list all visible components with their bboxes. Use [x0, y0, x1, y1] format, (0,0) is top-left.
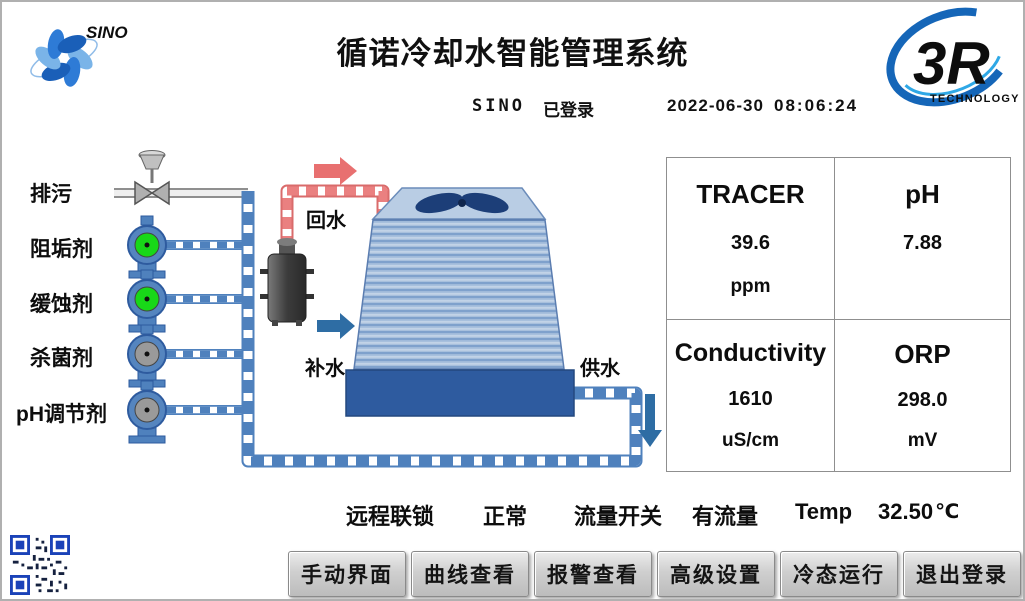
cooling-tower	[345, 187, 575, 417]
logout-button[interactable]: 退出登录	[903, 551, 1021, 597]
sino-logo-text: SINO	[86, 23, 128, 42]
pinwheel-icon	[35, 29, 93, 87]
nav-button-row: 手动界面 曲线查看 报警查看 高级设置 冷态运行 退出登录	[288, 551, 1021, 597]
label-biocide: 杀菌剂	[30, 346, 93, 370]
reading-conductivity: Conductivity 1610 uS/cm	[667, 320, 835, 471]
cold-run-button[interactable]: 冷态运行	[780, 551, 898, 597]
dosing-pump-scale-inhibitor[interactable]	[127, 215, 167, 279]
dosing-pump-biocide[interactable]	[127, 324, 167, 388]
return-flow-arrow-icon	[314, 157, 357, 185]
reading-orp: ORP 298.0 mV	[835, 320, 1010, 471]
reading-ph: pH 7.88	[835, 158, 1010, 320]
qr-code	[10, 535, 70, 595]
fan-icon	[415, 192, 509, 214]
label-ph-adjuster: pH调节剂	[16, 402, 107, 426]
dosing-pipes	[166, 240, 248, 415]
reading-unit: uS/cm	[721, 429, 780, 451]
login-status: 已登录	[543, 101, 594, 120]
tower-body	[353, 219, 565, 370]
tower-basin	[345, 369, 575, 417]
flow-switch-label: 流量开关	[574, 504, 663, 529]
reading-value: 1610	[728, 387, 773, 410]
reading-name: TRACER	[696, 179, 805, 210]
label-blowdown: 排污	[30, 182, 72, 206]
advanced-settings-button[interactable]: 高级设置	[657, 551, 775, 597]
reading-value: 298.0	[897, 388, 948, 411]
interlock-label: 远程联锁	[346, 504, 435, 529]
label-makeup-water: 补水	[304, 356, 346, 380]
3r-logo-text: 3R	[913, 30, 990, 97]
manual-screen-button[interactable]: 手动界面	[288, 551, 406, 597]
system-date: 2022-06-30	[667, 96, 764, 115]
3r-swoosh	[886, 7, 1014, 107]
curve-view-button[interactable]: 曲线查看	[411, 551, 529, 597]
page-title: 循诺冷却水智能管理系统	[336, 36, 689, 71]
reading-name: ORP	[894, 338, 951, 369]
circulation-pipe	[241, 191, 643, 468]
label-corrosion-inhibitor: 缓蚀剂	[30, 292, 93, 316]
3r-logo: 3R TECHNOLOGY	[886, 7, 1020, 107]
readings-panel: TRACER 39.6 ppm pH 7.88 Conductivity 161…	[666, 157, 1011, 472]
dosing-pump-corrosion-inhibitor[interactable]	[127, 269, 167, 333]
reading-tracer: TRACER 39.6 ppm	[667, 158, 835, 320]
dosing-pump-ph-adjuster[interactable]	[127, 380, 167, 444]
logged-user: SINO	[472, 96, 525, 116]
label-supply-water: 供水	[579, 356, 621, 380]
process-diagram: 排污 阻垢剂 缓蚀剂 杀菌剂 pH调节剂 回水 补水 供水	[16, 150, 662, 468]
label-scale-inhibitor: 阻垢剂	[30, 237, 93, 261]
interlock-value: 正常	[483, 504, 528, 529]
reading-unit: ppm	[730, 275, 771, 297]
reading-value: 7.88	[903, 231, 942, 254]
bypass-filter	[260, 238, 314, 326]
reading-unit: mV	[907, 430, 938, 452]
return-pipe	[280, 184, 390, 248]
label-return-water: 回水	[306, 209, 347, 232]
system-time: 08:06:24	[774, 96, 859, 115]
alarm-view-button[interactable]: 报警查看	[534, 551, 652, 597]
reading-name: pH	[905, 179, 940, 210]
3r-swoosh-inner	[896, 18, 1004, 96]
sino-logo: SINO	[30, 23, 128, 87]
temp-label: Temp	[795, 499, 853, 524]
reading-value: 39.6	[731, 231, 770, 254]
makeup-flow-arrow-icon	[317, 313, 355, 339]
flow-switch-value: 有流量	[692, 504, 759, 529]
reading-name: Conductivity	[674, 339, 827, 368]
temp-value: 32.50	[878, 499, 934, 524]
3r-logo-subtext: TECHNOLOGY	[930, 93, 1020, 105]
supply-flow-arrow-icon	[638, 394, 662, 447]
blowdown-valve[interactable]	[134, 150, 170, 206]
temp-unit: ℃	[935, 501, 960, 523]
